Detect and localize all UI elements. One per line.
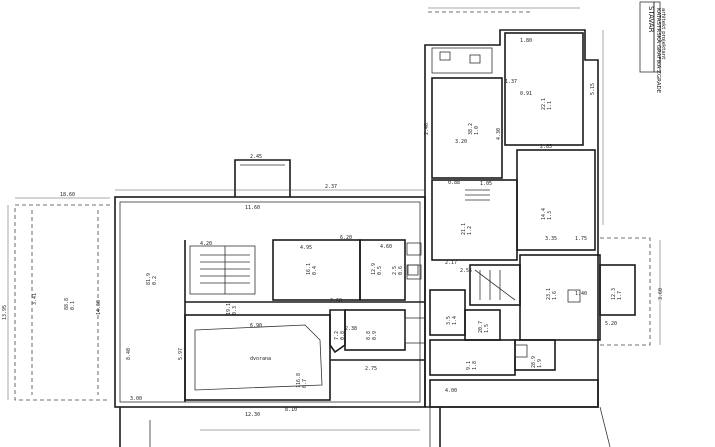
room-code-label: 1.8: [472, 361, 478, 370]
room-area-label: 20.7: [478, 321, 484, 333]
dimension-label: 0.88: [448, 180, 460, 186]
room-code-label: 0.3: [232, 306, 238, 315]
room-code-label: 0.1: [70, 301, 76, 310]
dimension-label: 11.60: [245, 205, 260, 211]
dimension-label: 2.46: [424, 123, 430, 135]
stamp-title: STAVAR: [647, 6, 655, 33]
dimension-label: 0.91: [520, 91, 532, 97]
room-code-label: 0.7: [302, 379, 308, 388]
west-building-walls: [114, 159, 426, 408]
dimension-label: 4.20: [200, 241, 212, 247]
room-area-label: 88.8: [64, 298, 70, 310]
dimension-label: 2.60: [330, 298, 342, 304]
room-area-label: 21.1: [461, 223, 467, 235]
dimension-label: 4.95: [300, 245, 312, 251]
dimension-label: 4.00: [445, 388, 457, 394]
dimension-label: 8.10: [285, 407, 297, 413]
room-code-label: 1.1: [547, 101, 553, 110]
room-code-label: 1.5: [484, 324, 490, 333]
bottom-partial-walls: [119, 406, 611, 447]
dimension-label: 2.55: [460, 268, 472, 274]
dashed-annex-outlines: [14, 11, 651, 401]
dimension-label: 5.20: [605, 321, 617, 327]
room-code-label: 0.8: [340, 331, 346, 340]
dimension-label: 3.00: [130, 396, 142, 402]
room-area-label: 14.4: [541, 208, 547, 220]
room-code-label: 0.2: [152, 276, 158, 285]
center-room-label: dvorana: [250, 356, 271, 362]
room-code-label: 1.9: [537, 359, 543, 368]
dimension-label: 1.05: [480, 181, 492, 187]
dimension-label: 6.20: [340, 235, 352, 241]
room-code-label: 0.4: [312, 266, 318, 275]
dimension-label: 1.40: [575, 291, 587, 297]
dimension-label: 2.85: [540, 144, 552, 150]
dimension-label: 5.15: [590, 83, 596, 95]
room-area-label: 7.2: [334, 331, 340, 340]
dimension-label: 5.97: [178, 348, 184, 360]
dimension-label: 3.60: [658, 288, 664, 300]
dimension-label: 4.60: [380, 244, 392, 250]
dimension-label: 1.80: [520, 38, 532, 44]
room-area-label: 8.8: [366, 331, 372, 340]
room-area-label: 12.9: [371, 263, 377, 275]
room-code-label: 0.6: [398, 266, 404, 275]
room-labels: 88.8 0.1 81.9 0.2 19.1 0.3 16.1 0.4 12.9…: [64, 98, 623, 388]
dimension-label: 2.75: [365, 366, 377, 372]
dimension-label: 3.20: [455, 139, 467, 145]
room-area-label: 3.5: [446, 316, 452, 325]
room-area-label: 23.1: [546, 288, 552, 300]
room-area-label: 9.1: [466, 361, 472, 370]
dimension-label: 2.45: [250, 154, 262, 160]
room-code-label: 1.2: [467, 226, 473, 235]
dimension-label: 14.60: [96, 300, 102, 315]
room-area-label: 22.1: [541, 98, 547, 110]
room-code-label: 1.4: [452, 316, 458, 325]
room-area-label: 2.5: [392, 266, 398, 275]
dimension-label: 3.35: [545, 236, 557, 242]
title-block: STAVAR KATASTRSKÁ GRAFIKA ZGRADE arhitek…: [639, 1, 666, 94]
dimension-label: 8.40: [126, 348, 132, 360]
room-area-label: 12.3: [611, 288, 617, 300]
room-code-label: 0.5: [377, 266, 383, 275]
room-code-label: 1.3: [547, 211, 553, 220]
dimension-label: 1.75: [575, 236, 587, 242]
dimension-label: 13.95: [2, 305, 8, 320]
room-area-label: 28.9: [531, 356, 537, 368]
dimension-label: 1.37: [505, 79, 517, 85]
room-code-label: 1.6: [552, 291, 558, 300]
room-area-label: 16.1: [306, 263, 312, 275]
room-code-label: 1.7: [617, 291, 623, 300]
room-code-label: 0.9: [372, 331, 378, 340]
dimension-label: 3.41: [32, 293, 38, 305]
dimension-label: 4.30: [496, 128, 502, 140]
east-building-walls: [424, 29, 636, 408]
room-area-label: 19.1: [226, 303, 232, 315]
stamp-line2: arhitekt projektant: [660, 8, 666, 60]
dimension-label: 18.60: [60, 192, 75, 198]
dimension-label: 12.30: [245, 412, 260, 418]
dimension-labels: 18.60 11.60 13.95 4.95 8.40 6.20 4.20 5.…: [2, 38, 664, 418]
dimension-label: 2.38: [345, 326, 357, 332]
room-area-label: 81.9: [146, 273, 152, 285]
room-code-label: 1.0: [474, 126, 480, 135]
dimension-label: 6.90: [250, 323, 262, 329]
dimension-label: 2.37: [325, 184, 337, 190]
stamp-line1: KATASTRSKÁ GRAFIKA ZGRADE: [655, 8, 662, 94]
dimension-label: 2.17: [445, 260, 457, 266]
dimension-lines: [7, 7, 661, 403]
room-area-label: 38.2: [468, 123, 474, 135]
room-area-label: 116.8: [296, 373, 302, 388]
